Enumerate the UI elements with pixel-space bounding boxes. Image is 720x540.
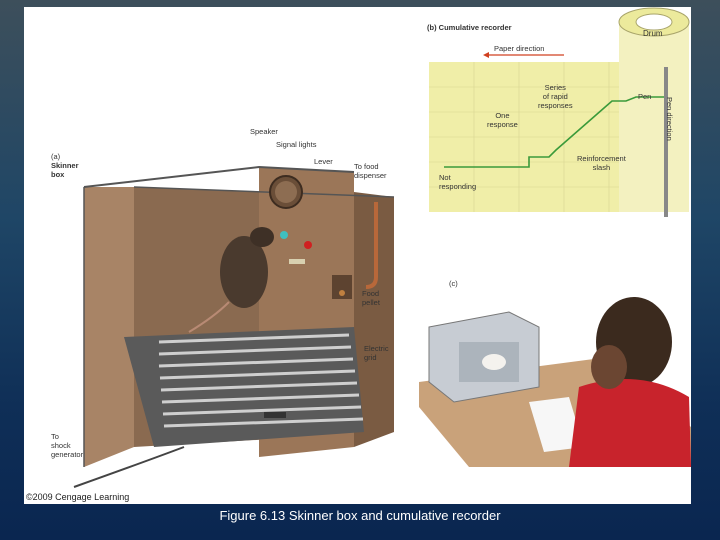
figure-frame: (a) Skinner box Speaker Signal lights Le… xyxy=(24,7,691,504)
one-response-label: One response xyxy=(487,111,518,129)
shock-generator-label: To shock generator xyxy=(51,432,84,459)
cumulative-recorder-illustration xyxy=(429,7,690,217)
pen-label: Pen xyxy=(638,92,652,101)
lab-photo-illustration xyxy=(419,297,691,467)
panel-c-title: (c) xyxy=(449,279,458,288)
panel-a-title: (a) Skinner box xyxy=(51,152,79,179)
food-pellet-label: Food pellet xyxy=(362,289,380,307)
signal-lights-label: Signal lights xyxy=(276,140,317,149)
figure-caption: Figure 6.13 Skinner box and cumulative r… xyxy=(219,508,501,523)
not-responding-label: Not responding xyxy=(439,173,477,191)
skinner-box-illustration xyxy=(73,165,395,488)
speaker-label: Speaker xyxy=(250,127,278,136)
panel-b-title: (b) Cumulative recorder xyxy=(427,23,512,32)
pen-direction-label: Pen direction xyxy=(665,97,674,141)
series-label: Series of rapid responses xyxy=(538,83,573,110)
copyright-notice: ©2009 Cengage Learning xyxy=(26,492,130,502)
electric-grid-label: Electric grid xyxy=(364,344,389,362)
food-dispenser-label: To food dispenser xyxy=(354,162,387,180)
paper-direction-label: Paper direction xyxy=(494,44,545,53)
lever-label: Lever xyxy=(314,157,333,166)
drum-label: Drum xyxy=(643,29,663,38)
reinforcement-slash-label: Reinforcement slash xyxy=(577,154,626,172)
